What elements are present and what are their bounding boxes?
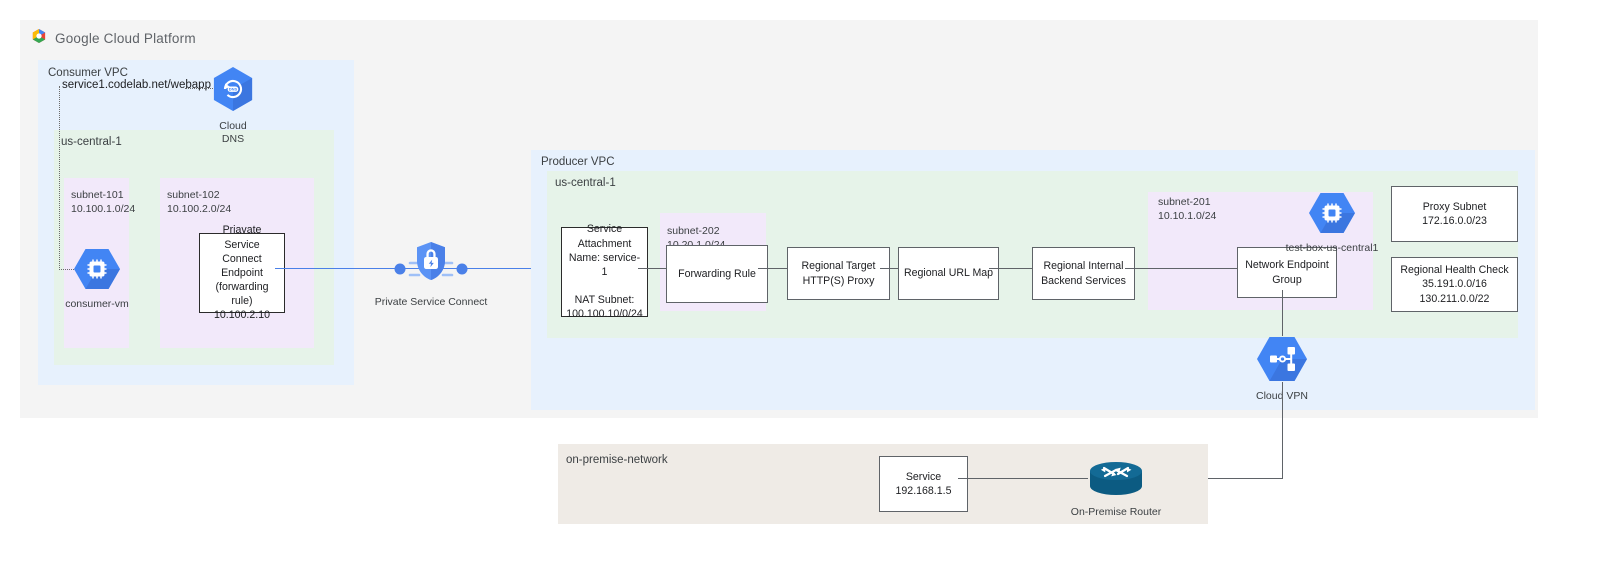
onpremise-router-label: On-Premise Router (1070, 506, 1162, 518)
regional-target-proxy-box[interactable]: Regional Target HTTP(S) Proxy (787, 247, 890, 300)
regional-target-proxy-text: Regional Target HTTP(S) Proxy (801, 260, 876, 287)
subnet-102-cidr: 10.100.2.0/24 (167, 202, 232, 215)
brand-name: Google Cloud Platform (55, 30, 196, 46)
link-vpn-to-router (1145, 478, 1283, 479)
link-proxy-to-urlmap (880, 268, 898, 269)
network-endpoint-group-box[interactable]: Network Endpoint Group (1237, 247, 1337, 298)
onpremise-service-box[interactable]: Service 192.168.1.5 (879, 456, 968, 512)
compute-vm-icon (1308, 192, 1356, 239)
private-service-connect-node[interactable]: Private Service Connect (375, 238, 487, 309)
producer-vpc-label: Producer VPC (541, 156, 615, 168)
cloud-vpn-icon (1256, 336, 1308, 387)
dns-record-connector-down (59, 86, 60, 270)
subnet-102-label: subnet-102 10.100.2.0/24 (167, 189, 231, 217)
link-backend-to-neg (1125, 268, 1237, 269)
brand-header: Google Cloud Platform (30, 27, 196, 49)
cloud-vpn-node[interactable]: Cloud VPN (1256, 336, 1308, 403)
psc-endpoint-box[interactable]: Priavate Service Connect Endpoint (forwa… (199, 224, 285, 321)
onpremise-router-node[interactable]: On-Premise Router (1071, 458, 1161, 519)
regional-health-check-box[interactable]: Regional Health Check 35.191.0.0/16 130.… (1391, 257, 1518, 312)
regional-backend-services-text: Regional Internal Backend Services (1041, 260, 1126, 287)
regional-health-check-text: Regional Health Check 35.191.0.0/16 130.… (1400, 264, 1509, 305)
google-cloud-hexagon-logo-icon (30, 27, 48, 50)
regional-url-map-box[interactable]: Regional URL Map (898, 247, 999, 300)
consumer-vm-node[interactable]: consumer-vm (65, 248, 129, 311)
subnet-101-name: subnet-101 (71, 189, 124, 201)
forwarding-rule-text: Forwarding Rule (678, 267, 756, 280)
subnet-101-cidr: 10.100.1.0/24 (71, 202, 136, 215)
psc-endpoint-text: Priavate Service Connect Endpoint (forwa… (214, 224, 270, 322)
forwarding-rule-box[interactable]: Forwarding Rule (666, 245, 768, 303)
test-box-vm-node[interactable]: test-box-us-central1 (1286, 192, 1378, 255)
subnet-202-name: subnet-202 (667, 225, 720, 237)
subnet-101-label: subnet-101 10.100.1.0/24 (71, 189, 135, 217)
dns-record-text: service1.codelab.net/webapp (62, 79, 211, 91)
proxy-subnet-text: Proxy Subnet 172.16.0.0/23 (1422, 200, 1487, 227)
link-fr-to-proxy (758, 268, 787, 269)
regional-backend-services-box[interactable]: Regional Internal Backend Services (1032, 247, 1135, 300)
onpremise-service-text: Service 192.168.1.5 (895, 470, 952, 497)
link-neg-to-vpn (1282, 290, 1283, 336)
cloud-dns-node[interactable]: DNS Cloud DNS (207, 66, 259, 146)
producer-region-label: us-central-1 (555, 177, 616, 189)
link-service-to-router (958, 478, 1088, 479)
service-attachment-text: Service Attachment Name: service-1 NAT S… (566, 223, 643, 321)
private-service-connect-icon (386, 238, 476, 293)
cloud-dns-label: Cloud DNS (219, 120, 247, 146)
consumer-region-label: us-central-1 (61, 136, 122, 148)
subnet-201-cidr: 10.10.1.0/24 (1158, 209, 1217, 222)
private-service-connect-label: Private Service Connect (374, 296, 488, 308)
psc-blue-link (275, 268, 561, 269)
cloud-vpn-label: Cloud VPN (1256, 390, 1308, 402)
proxy-subnet-box[interactable]: Proxy Subnet 172.16.0.0/23 (1391, 186, 1518, 242)
link-sa-to-fr (638, 268, 666, 269)
router-icon (1088, 458, 1144, 503)
test-box-vm-label: test-box-us-central1 (1285, 242, 1379, 254)
onpremise-network-label: on-premise-network (566, 454, 668, 466)
compute-vm-icon (73, 248, 121, 295)
dns-record-connector-to-vm (59, 269, 82, 270)
consumer-vm-label: consumer-vm (65, 298, 129, 310)
dns-record-connector-right (185, 88, 213, 89)
link-urlmap-to-backend (989, 268, 1032, 269)
cloud-dns-icon: DNS (212, 66, 254, 117)
subnet-201-name: subnet-201 (1158, 196, 1211, 208)
service-attachment-box[interactable]: Service Attachment Name: service-1 NAT S… (561, 223, 648, 320)
link-vpn-down (1282, 382, 1283, 478)
regional-url-map-text: Regional URL Map (903, 267, 994, 280)
consumer-vpc-label: Consumer VPC (48, 67, 128, 79)
subnet-201-label: subnet-201 10.10.1.0/24 (1158, 196, 1216, 224)
svg-text:DNS: DNS (229, 87, 238, 92)
network-endpoint-group-text: Network Endpoint Group (1245, 259, 1329, 286)
subnet-102-name: subnet-102 (167, 189, 220, 201)
